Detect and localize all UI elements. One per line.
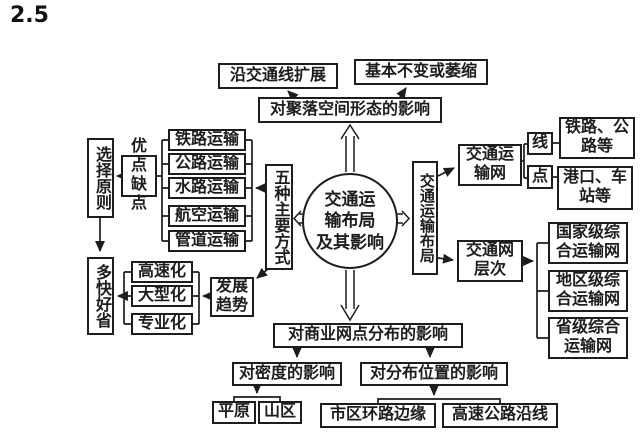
- node-transport-network: 交通运输网: [458, 144, 522, 186]
- page-label: 2.5: [10, 3, 49, 28]
- node-commerce-impact: 对商业网点分布的影响: [273, 323, 463, 348]
- node-network-point: 点: [527, 165, 553, 189]
- center-topic-line-3: 及其影响: [316, 232, 384, 252]
- node-trend-label: 发展趋势: [210, 277, 254, 317]
- node-national-network: 国家级综合运输网: [548, 222, 628, 264]
- node-point-examples: 港口、车站等: [557, 166, 633, 210]
- node-mountain: 山区: [258, 401, 302, 424]
- node-center-topic: 交通运 输布局 及其影响: [302, 173, 398, 269]
- node-line-examples: 铁路、公路等: [559, 117, 635, 159]
- node-mode-pipeline: 管道运输: [168, 230, 246, 252]
- node-selection-principle: 选择原则: [87, 138, 114, 218]
- node-provincial-network: 省级综合运输网: [548, 317, 628, 359]
- arrow-lines: [95, 87, 535, 397]
- center-topic-line-1: 交通运: [324, 190, 376, 210]
- node-trend-specialization: 专业化: [131, 313, 193, 335]
- node-pros-cons: 优点缺点: [121, 138, 157, 212]
- node-mode-water: 水路运输: [168, 177, 246, 199]
- node-expand-along-line: 沿交通线扩展: [218, 63, 338, 89]
- node-network-levels: 交通网层次: [457, 240, 523, 282]
- node-network-line: 线: [527, 132, 553, 155]
- node-principle-value: 多快好省: [87, 257, 114, 335]
- node-transport-layout: 交通运输布局: [412, 161, 438, 275]
- node-highway-along: 高速公路沿线: [442, 403, 558, 428]
- node-density-impact: 对密度的影响: [232, 362, 342, 386]
- node-trend-speedup: 高速化: [131, 261, 193, 283]
- node-regional-network: 地区级综合运输网: [548, 270, 628, 312]
- center-topic-line-2: 输布局: [324, 211, 376, 231]
- node-stable-or-shrink: 基本不变或萎缩: [354, 59, 488, 85]
- node-ring-road-edge: 市区环路边缘: [320, 403, 436, 428]
- node-mode-road: 公路运输: [168, 153, 246, 175]
- node-plain: 平原: [212, 401, 256, 424]
- node-trend-scale-up: 大型化: [131, 285, 193, 307]
- node-position-impact: 对分布位置的影响: [360, 362, 508, 386]
- node-five-modes-label: 五种主要方式: [265, 164, 293, 270]
- node-mode-air: 航空运输: [168, 205, 246, 227]
- node-settlement-impact: 对聚落空间形态的影响: [258, 97, 442, 123]
- node-mode-rail: 铁路运输: [168, 129, 246, 151]
